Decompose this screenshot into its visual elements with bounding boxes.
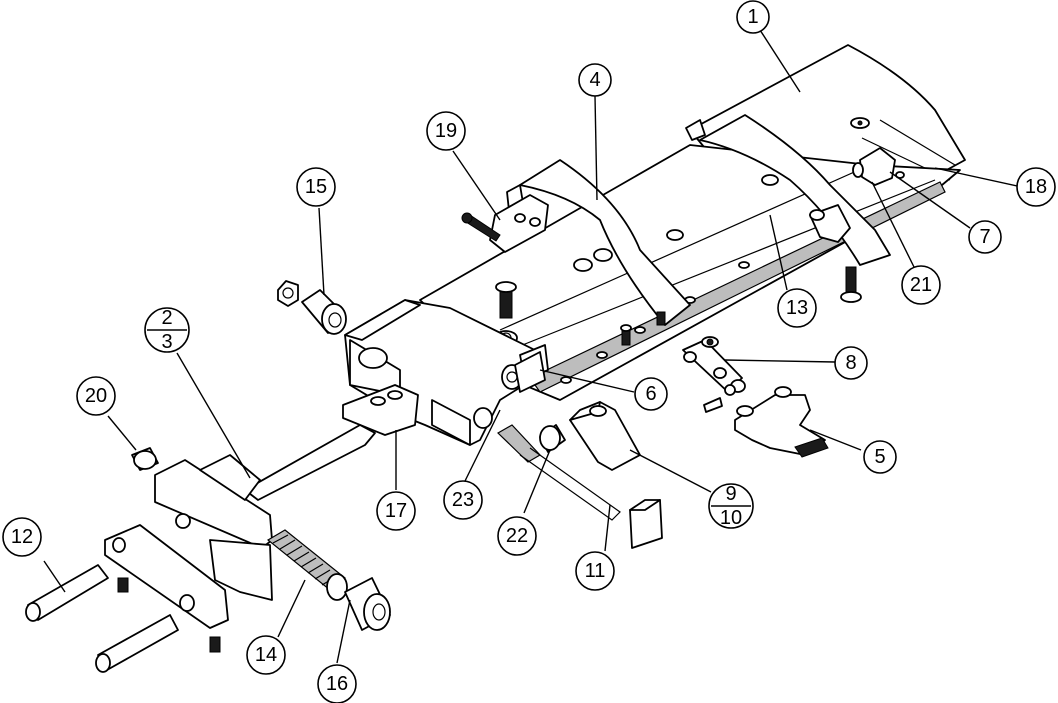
- callout-18: 18: [1016, 167, 1056, 207]
- callout-19: 19: [426, 111, 466, 151]
- part-screws: [495, 266, 862, 346]
- callout-21-label: 21: [910, 274, 932, 296]
- callout-3-label: 3: [161, 331, 172, 353]
- callout-8: 8: [834, 346, 868, 380]
- part-8-link: [682, 336, 746, 413]
- callout-20: 20: [76, 376, 116, 416]
- callout-15: 15: [296, 167, 336, 207]
- callout-7-label: 7: [979, 226, 990, 248]
- callout-1-label: 1: [747, 6, 758, 28]
- callout-21: 21: [901, 265, 941, 305]
- callout-11-label: 11: [585, 560, 606, 582]
- callout-13-label: 13: [786, 297, 808, 319]
- callout-20-label: 20: [85, 385, 107, 407]
- callout-7: 7: [968, 220, 1002, 254]
- callout-6: 6: [634, 377, 668, 411]
- part-20-sleeve: [131, 447, 159, 471]
- part-19-clamp: [461, 194, 549, 253]
- part-12-pins: [25, 564, 179, 673]
- callout-22-label: 22: [506, 525, 528, 547]
- callout-5: 5: [863, 440, 897, 474]
- callout-11: 11: [575, 551, 615, 591]
- callout-14-label: 14: [255, 644, 277, 666]
- part-17-slide-bar: [342, 384, 419, 436]
- callout-14: 14: [246, 635, 286, 675]
- callout-23-label: 23: [452, 489, 474, 511]
- part-7-21-block: [852, 147, 896, 186]
- callout-1: 1: [736, 0, 770, 34]
- callout-12: 12: [2, 517, 42, 557]
- callout-12-label: 12: [11, 526, 33, 548]
- callout-17: 17: [376, 491, 416, 531]
- callout-10-label: 10: [720, 507, 742, 529]
- part-9-10-clamp: [569, 401, 641, 471]
- callout-5-label: 5: [874, 446, 885, 468]
- part-12-frame: [104, 524, 229, 653]
- part-14-spring: [266, 529, 348, 601]
- callout-17-label: 17: [385, 500, 407, 522]
- callout-13: 13: [777, 288, 817, 328]
- callout-18-label: 18: [1025, 176, 1047, 198]
- part-15-nut-bush: [277, 280, 347, 335]
- part-11-pin: [497, 424, 663, 549]
- leader-lines: [43, 29, 1018, 664]
- callout-2-label: 2: [161, 307, 172, 329]
- callout-15-label: 15: [305, 176, 327, 198]
- callout-22: 22: [497, 516, 537, 556]
- part-6-block: [514, 351, 546, 393]
- callout-19-label: 19: [435, 120, 457, 142]
- callout-9-10: 9 10: [708, 483, 754, 529]
- part-2-3-lever: [154, 424, 376, 601]
- callout-16: 16: [317, 664, 357, 703]
- part-clip-rear: [809, 204, 851, 243]
- part-22-bush: [539, 424, 566, 453]
- part-16-knob: [344, 577, 391, 631]
- callout-2-3: 2 3: [144, 307, 190, 353]
- part-5-latch: [734, 386, 829, 458]
- callout-23: 23: [443, 480, 483, 520]
- callout-4: 4: [578, 63, 612, 97]
- callout-4-label: 4: [589, 69, 600, 91]
- callout-6-label: 6: [645, 383, 656, 405]
- callout-8-label: 8: [845, 352, 856, 374]
- callout-16-label: 16: [326, 673, 348, 695]
- callout-9-label: 9: [725, 483, 736, 505]
